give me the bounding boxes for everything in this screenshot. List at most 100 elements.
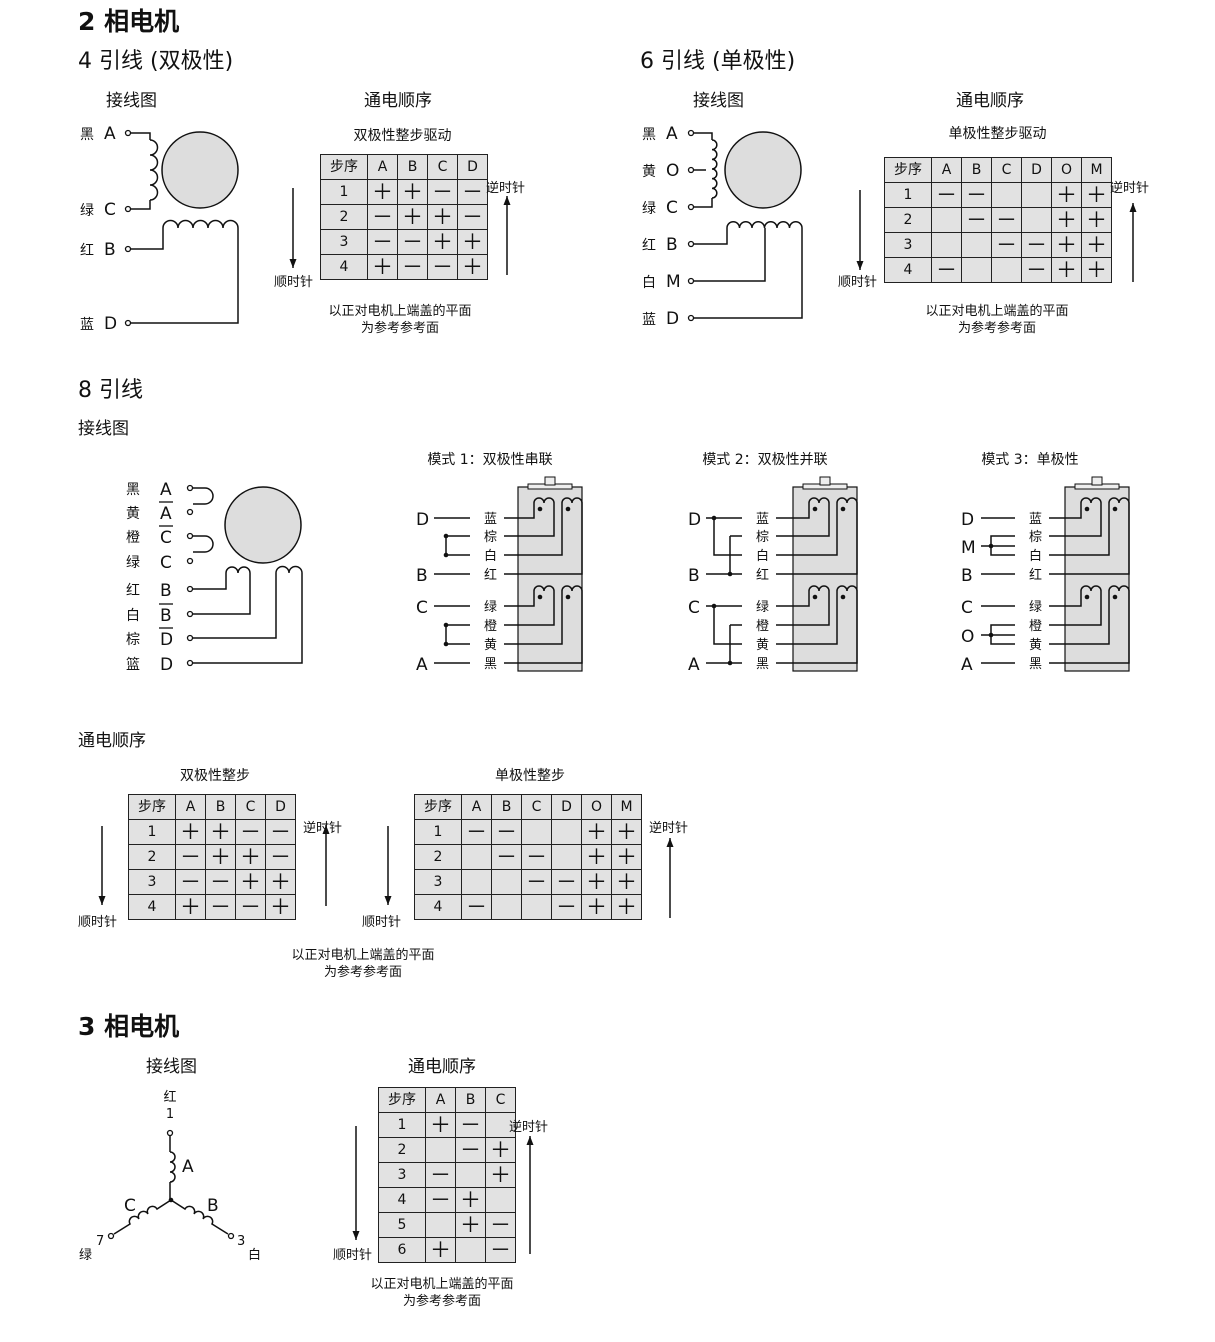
col-header-step: 步序 <box>414 794 462 820</box>
terminal-label: B <box>160 581 172 601</box>
ccw-label-2: 逆时针 <box>1110 181 1150 196</box>
table-row: 1＋＋－－ <box>128 819 296 845</box>
terminal-dot <box>687 203 695 211</box>
polarity-cell: ＋ <box>265 894 296 920</box>
coil-icon <box>533 497 555 504</box>
polarity-cell: － <box>991 232 1022 258</box>
coil-icon <box>1080 497 1102 504</box>
wire-color-label: 绿 <box>126 555 140 571</box>
polarity-cell: ＋ <box>581 869 612 895</box>
wire-b <box>131 228 164 250</box>
step-cell: 4 <box>378 1187 426 1213</box>
terminal-label: C <box>160 528 172 548</box>
polarity-cell <box>521 894 552 920</box>
junction-dot <box>1112 506 1118 512</box>
junction-dot <box>711 515 717 521</box>
terminal-label: D <box>160 630 173 650</box>
coil-icon <box>808 497 830 504</box>
polarity-cell: ＋ <box>427 229 458 255</box>
wire-d <box>131 228 239 324</box>
mode-terminal-label: A <box>961 655 973 675</box>
motor-rotor-icon <box>161 131 239 209</box>
polarity-cell <box>1021 207 1052 233</box>
table-row: 2－＋＋－ <box>320 204 488 230</box>
polarity-cell: － <box>205 894 236 920</box>
terminal-dot <box>186 585 194 593</box>
col-header: C <box>991 157 1022 183</box>
terminal-dot <box>186 508 194 516</box>
table-row: 3－＋ <box>378 1162 516 1188</box>
wire-color-label: 红 <box>126 583 140 599</box>
polarity-cell <box>485 1112 516 1138</box>
wire-color-label: 蓝 <box>756 512 769 527</box>
wire <box>1049 503 1130 575</box>
terminal-label: C <box>666 198 678 218</box>
wire-color-label: 蓝 <box>1029 512 1042 527</box>
wire-c <box>694 198 713 208</box>
wire <box>776 503 858 575</box>
wire <box>504 503 563 556</box>
polarity-cell <box>491 894 522 920</box>
terminal-label: A <box>160 504 172 524</box>
polarity-cell: － <box>485 1237 516 1263</box>
coil-icon <box>1108 585 1130 592</box>
terminal-label: C <box>104 200 116 220</box>
polarity-cell: － <box>205 869 236 895</box>
mode-terminal-label: D <box>961 510 974 530</box>
wire-b <box>694 228 728 245</box>
terminal-dot <box>687 166 695 174</box>
polarity-cell: ＋ <box>581 894 612 920</box>
parallel-link <box>713 518 742 556</box>
polarity-cell: ＋ <box>611 869 642 895</box>
terminal-dot <box>687 277 695 285</box>
wire <box>504 591 555 626</box>
wire-color-label: 红 <box>1029 567 1042 583</box>
terminal-label: B <box>104 240 116 260</box>
polarity-cell: － <box>491 819 522 845</box>
step-cell: 4 <box>414 894 462 920</box>
polarity-cell: ＋ <box>457 254 488 280</box>
terminal-label: A <box>104 124 116 144</box>
coil-d-icon <box>275 565 303 574</box>
motor-rotor-icon <box>724 131 802 209</box>
wire <box>504 503 535 519</box>
terminal-label: M <box>666 272 681 292</box>
wire-color-label: 红 <box>80 243 94 259</box>
coil-icon <box>204 535 214 553</box>
reference-note-1: 以正对电机上端盖的平面为参考参考面 <box>328 304 472 336</box>
mode-terminal-label: M <box>961 538 976 558</box>
wire-color-label: 红 <box>642 238 656 254</box>
wire-color-label: 白 <box>756 548 769 564</box>
step-cell: 3 <box>320 229 368 255</box>
label-wiring-6: 接线图 <box>693 91 744 111</box>
coil-icon <box>1108 497 1130 504</box>
polarity-cell <box>455 1237 486 1263</box>
wire-color-label: 绿 <box>642 201 656 217</box>
coil-icon <box>808 585 830 592</box>
step-cell: 3 <box>128 869 176 895</box>
wire-color-label: 橙 <box>484 619 497 634</box>
polarity-cell <box>991 257 1022 283</box>
step-cell: 4 <box>320 254 368 280</box>
wire-color-label: 白 <box>1029 548 1042 564</box>
coil-bd-icon <box>726 221 803 229</box>
mode-terminal-label: D <box>416 510 429 530</box>
coil-a-icon <box>169 1151 176 1183</box>
terminal-number: 1 <box>166 1107 174 1122</box>
motor-rotor-icon <box>224 486 302 564</box>
table-row: 2－＋＋－ <box>128 844 296 870</box>
polarity-cell: － <box>961 207 992 233</box>
wire-color-label: 橙 <box>756 619 769 634</box>
polarity-cell <box>485 1187 516 1213</box>
polarity-cell: － <box>425 1162 456 1188</box>
caption-bipolar-full: 双极性整步驱动 <box>353 128 452 144</box>
heading-8-lead: 8 引线 <box>78 378 143 403</box>
table-row: 2－－＋＋ <box>414 844 642 870</box>
wire-color-label: 黑 <box>80 127 94 143</box>
wire-m <box>694 228 766 282</box>
polarity-cell <box>991 182 1022 208</box>
col-header: A <box>425 1087 456 1113</box>
col-header: D <box>457 154 488 180</box>
polarity-cell <box>931 232 962 258</box>
